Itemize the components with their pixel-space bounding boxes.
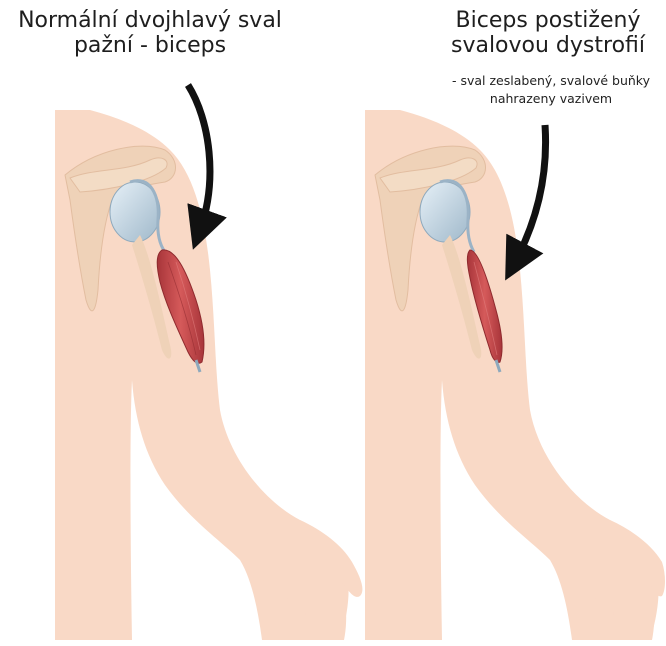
right-arm-figure — [365, 110, 665, 640]
right-arrow — [515, 125, 546, 262]
left-arm-figure — [55, 85, 362, 640]
